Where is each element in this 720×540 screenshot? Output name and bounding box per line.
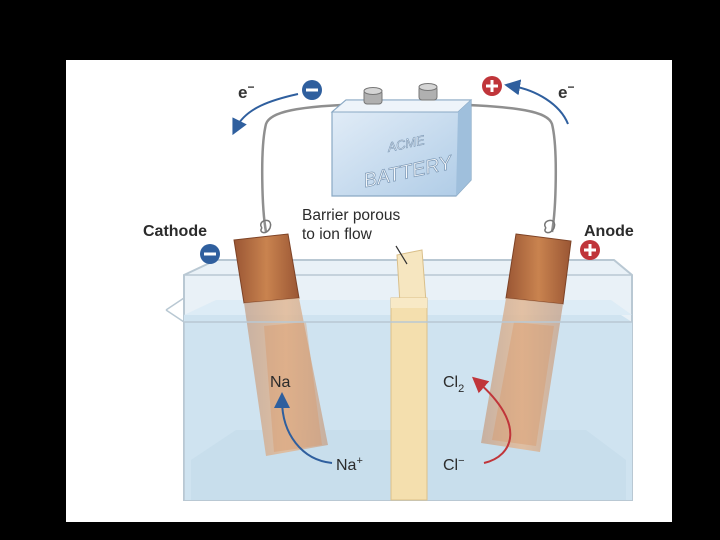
electron-label-right: e−: [558, 80, 574, 102]
battery: ACME BATTERY: [332, 84, 471, 197]
diagram-canvas: ACME BATTERY e− e− Cathode Anode Barrier…: [66, 60, 672, 522]
cathode-negative-badge: [200, 244, 220, 264]
electron-label-left: e−: [238, 80, 254, 102]
anode-label: Anode: [584, 223, 634, 240]
electrolysis-diagram: ACME BATTERY e− e− Cathode Anode Barrier…: [66, 60, 672, 522]
anode-positive-badge: [580, 240, 600, 260]
negative-terminal-badge: [302, 80, 322, 100]
positive-terminal-badge: [482, 76, 502, 96]
cathode-label: Cathode: [143, 223, 207, 240]
barrier-label-line2: to ion flow: [302, 226, 373, 243]
barrier-label-line1: Barrier porous: [302, 207, 400, 224]
na-label: Na: [270, 374, 291, 391]
